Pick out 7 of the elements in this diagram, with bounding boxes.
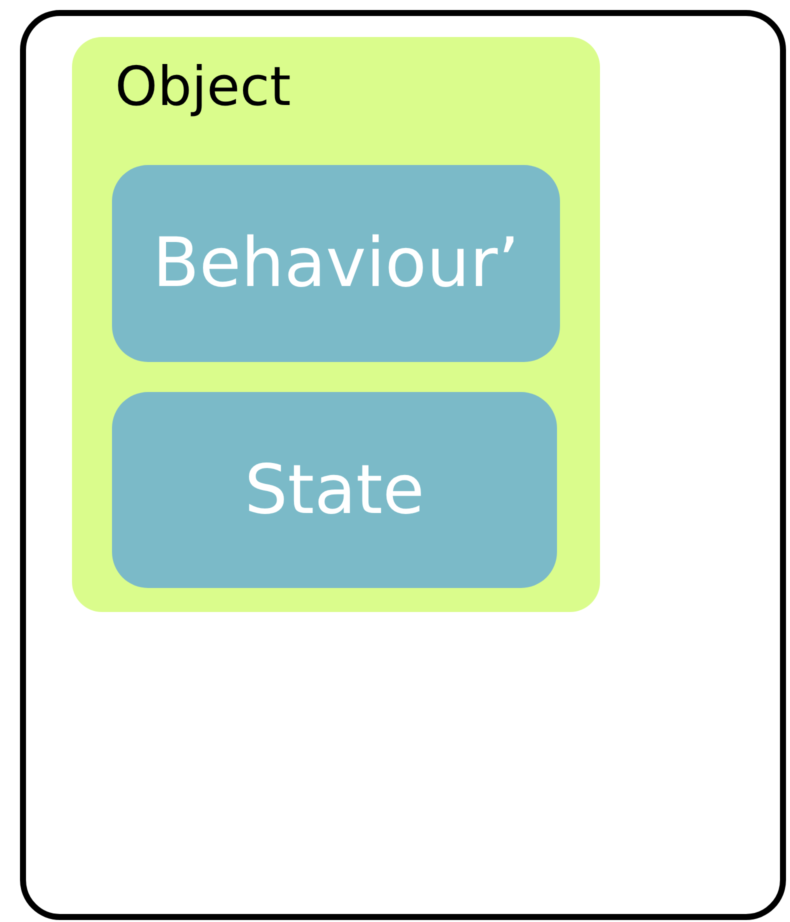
component-box (112, 392, 557, 588)
box-label: Behaviour’ (152, 224, 520, 303)
box-label: State (244, 450, 424, 530)
component-box (112, 165, 560, 362)
outer-box (20, 10, 786, 920)
group-panel (72, 37, 600, 612)
panel-title: Object (115, 55, 291, 118)
